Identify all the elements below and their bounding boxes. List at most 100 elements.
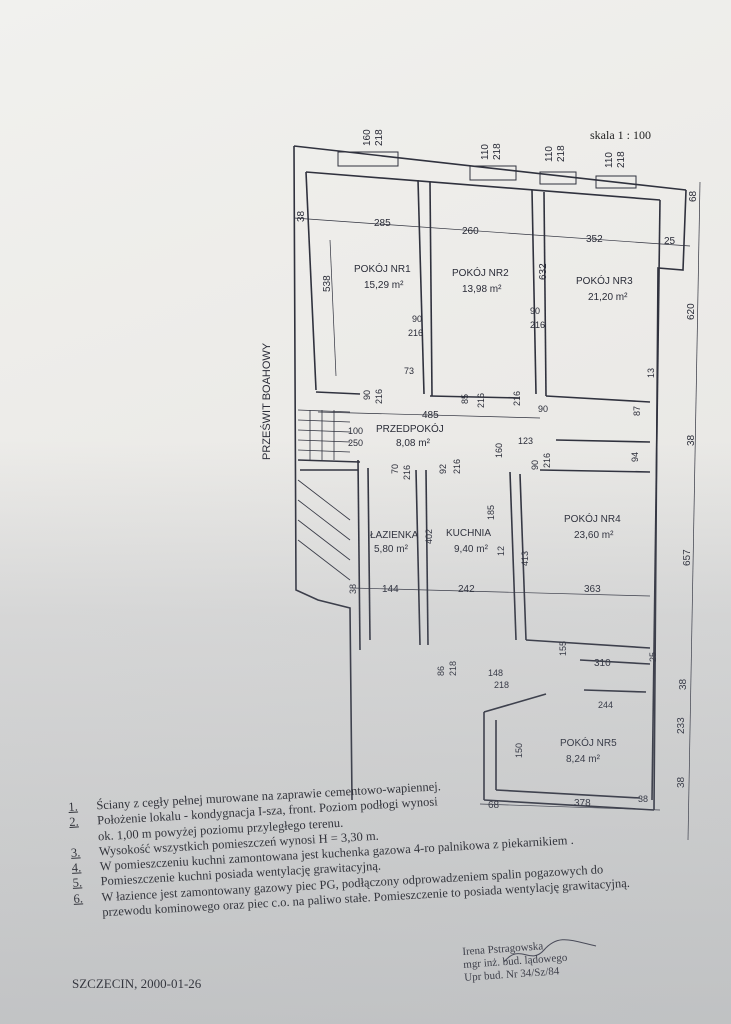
room2-name: POKÓJ NR2 bbox=[452, 266, 509, 279]
note-number: 1. bbox=[68, 799, 79, 814]
dim-door1-h: 216 bbox=[408, 328, 423, 338]
dim-73: 73 bbox=[404, 366, 414, 376]
dim-wall-right: 25 bbox=[664, 236, 676, 247]
dim-room4-width: 363 bbox=[584, 584, 601, 595]
dim-13: 13 bbox=[646, 368, 656, 378]
dim-room2-width: 260 bbox=[462, 226, 479, 237]
dim-right-38c: 38 bbox=[676, 776, 687, 788]
dim-216c: 216 bbox=[374, 389, 384, 404]
dim-218b: 218 bbox=[494, 680, 509, 690]
window-marks bbox=[337, 151, 637, 189]
dim-top-w4: 110 bbox=[604, 152, 615, 168]
dim-room3-width: 352 bbox=[586, 234, 603, 245]
hall-area: 8,08 m² bbox=[396, 438, 431, 449]
dim-door2-h: 216 bbox=[530, 320, 545, 330]
plan-walls bbox=[293, 145, 687, 811]
room4-name: POKÓJ NR4 bbox=[564, 512, 621, 525]
dim-123: 123 bbox=[518, 436, 533, 446]
floor-plan: PRZEŚWIT BOAHOWY 160 218 110 218 110 218… bbox=[260, 129, 701, 840]
dim-left-38: 38 bbox=[348, 584, 358, 594]
signature-mark bbox=[503, 939, 597, 963]
floor-plan-drawing: PRZEŚWIT BOAHOWY 160 218 110 218 110 218… bbox=[260, 129, 701, 840]
room5-name: POKÓJ NR5 bbox=[560, 736, 617, 749]
dim-top-h4: 218 bbox=[616, 151, 627, 168]
dim-top-w1: 160 bbox=[362, 129, 373, 146]
dim-kitchen-width: 242 bbox=[458, 584, 475, 595]
dim-216e: 216 bbox=[512, 391, 522, 406]
dim-100: 100 bbox=[348, 426, 363, 436]
dim-bath-width: 144 bbox=[382, 584, 399, 595]
staircase bbox=[297, 409, 351, 581]
dim-244: 244 bbox=[598, 700, 613, 710]
dim-216g: 216 bbox=[452, 459, 462, 474]
dim-bottom-68: 68 bbox=[488, 800, 500, 811]
dim-top-h3: 218 bbox=[556, 145, 567, 162]
place-date: SZCZECIN, 2000-01-26 bbox=[72, 976, 202, 991]
dim-room1-height: 538 bbox=[322, 275, 333, 292]
dim-12: 12 bbox=[496, 546, 506, 556]
dim-185: 185 bbox=[486, 505, 496, 520]
dim-room1-width: 285 bbox=[374, 218, 391, 229]
note-number bbox=[70, 829, 99, 846]
dim-wall-left: 38 bbox=[296, 210, 307, 222]
room5-area: 8,24 m² bbox=[566, 754, 601, 765]
dim-70: 70 bbox=[390, 464, 400, 474]
note-number bbox=[74, 905, 103, 922]
side-label: PRZEŚWIT BOAHOWY bbox=[260, 342, 273, 460]
dim-room3-height: 632 bbox=[538, 263, 549, 280]
dim-160: 160 bbox=[494, 443, 504, 458]
dim-top-w2: 110 bbox=[480, 144, 491, 160]
dim-right-38a: 38 bbox=[686, 434, 697, 446]
note-number: 6. bbox=[73, 891, 84, 906]
dim-86: 86 bbox=[436, 666, 446, 676]
dimension-lines bbox=[293, 181, 701, 840]
room4-area: 23,60 m² bbox=[574, 530, 614, 541]
dim-90c: 90 bbox=[362, 390, 372, 400]
kitchen-name: KUCHNIA bbox=[446, 528, 491, 539]
dim-door1-w: 90 bbox=[412, 314, 422, 324]
room3-area: 21,20 m² bbox=[588, 292, 628, 303]
dim-90d: 90 bbox=[538, 404, 548, 414]
dim-148: 148 bbox=[488, 668, 503, 678]
dim-413: 413 bbox=[520, 551, 530, 566]
dim-top-h2: 218 bbox=[492, 143, 503, 160]
note-number: 2. bbox=[68, 814, 79, 830]
dim-25b: 25 bbox=[648, 652, 658, 662]
note-number: 4. bbox=[71, 860, 82, 876]
dim-bottom-38: 38 bbox=[638, 794, 648, 804]
dim-right-38b: 38 bbox=[678, 678, 689, 690]
dim-hall-485: 485 bbox=[422, 410, 439, 421]
dim-right-233: 233 bbox=[676, 717, 687, 734]
dim-85: 85 bbox=[460, 394, 470, 404]
note-number: 3. bbox=[70, 845, 81, 860]
dim-door2-w: 90 bbox=[530, 306, 540, 316]
dim-216h: 216 bbox=[542, 453, 552, 468]
dim-90e: 90 bbox=[530, 460, 540, 470]
dim-right-68: 68 bbox=[688, 190, 699, 202]
dim-216d: 216 bbox=[476, 393, 486, 408]
dim-150: 150 bbox=[514, 743, 524, 758]
dim-top-h1: 218 bbox=[374, 129, 385, 146]
dim-310: 310 bbox=[594, 658, 611, 669]
kitchen-area: 9,40 m² bbox=[454, 544, 489, 555]
room3-name: POKÓJ NR3 bbox=[576, 274, 633, 287]
dim-216f: 216 bbox=[402, 465, 412, 480]
room2-area: 13,98 m² bbox=[462, 284, 502, 295]
room1-area: 15,29 m² bbox=[364, 280, 404, 291]
dim-87: 87 bbox=[632, 406, 642, 416]
hall-name: PRZEDPOKÓJ bbox=[376, 422, 444, 435]
dim-right-657: 657 bbox=[682, 549, 693, 566]
note-number: 5. bbox=[72, 875, 83, 891]
dim-92: 92 bbox=[438, 464, 448, 474]
bathroom-name: ŁAZIENKA bbox=[370, 530, 419, 541]
dim-94: 94 bbox=[630, 452, 640, 462]
dim-right-620: 620 bbox=[686, 303, 697, 320]
bathroom-area: 5,80 m² bbox=[374, 544, 409, 555]
dim-bottom-378: 378 bbox=[574, 798, 591, 809]
dim-218: 218 bbox=[448, 661, 458, 676]
dim-250: 250 bbox=[348, 438, 363, 448]
dim-155: 155 bbox=[558, 641, 568, 656]
dim-402: 402 bbox=[424, 529, 434, 544]
room1-name: POKÓJ NR1 bbox=[354, 262, 411, 275]
